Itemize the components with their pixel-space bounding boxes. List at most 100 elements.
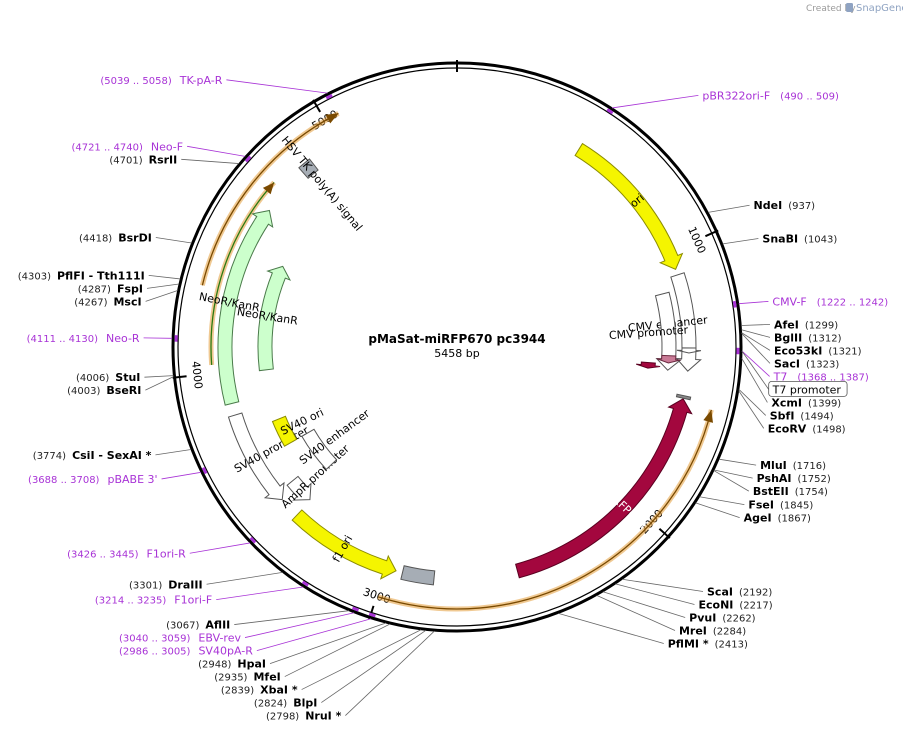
enzyme-site-label: ScaI(2192) <box>707 585 772 598</box>
feature-ampr-promoter <box>286 475 312 501</box>
enzyme-name: FseI <box>748 499 774 512</box>
enzyme-leader-line <box>741 332 771 351</box>
primer-binding-line <box>210 182 275 366</box>
primer-position: (4721 .. 4740) <box>71 142 143 153</box>
enzyme-position: (1323) <box>806 359 839 370</box>
enzyme-site-label: PshAI(1752) <box>757 472 831 485</box>
feature-sv40-ori <box>271 415 298 447</box>
enzyme-leader-line <box>714 469 753 479</box>
enzyme-position: (3301) <box>129 580 162 591</box>
primer-leader-line <box>741 350 770 377</box>
primer-position: (5039 .. 5058) <box>100 76 172 87</box>
enzyme-name: BglII <box>774 331 802 344</box>
enzyme-position: (2284) <box>713 626 746 637</box>
enzyme-site-label: AfeI(1299) <box>774 318 838 331</box>
enzyme-position: (1494) <box>800 411 833 422</box>
enzyme-leader-line <box>741 329 771 338</box>
enzyme-name: XbaI * <box>260 684 298 697</box>
feature-sv40-poly-a-signal <box>400 565 436 586</box>
enzyme-position: (4003) <box>67 386 100 397</box>
primer-site-label: (3688 .. 3708)pBABE 3' <box>28 473 158 486</box>
primer-site-mark <box>351 606 360 612</box>
enzyme-site-label: BstEII(1754) <box>753 485 828 498</box>
bp-tick <box>704 229 719 238</box>
enzyme-name: PvuI <box>689 611 716 624</box>
primer-site-label: (3040 .. 3059)EBV-rev <box>119 632 241 645</box>
primer-arrowhead <box>703 409 713 423</box>
primer-site-mark <box>244 155 252 163</box>
snapgene-logo-icon <box>846 3 853 12</box>
site-labels: pBR322ori-F(490 .. 509)NdeI(937)SnaBI(10… <box>18 74 889 723</box>
primer-leader-line <box>216 586 304 600</box>
enzyme-site-label: (4006)StuI <box>76 371 140 384</box>
snapgene-credit: Created by SnapGene <box>806 3 903 14</box>
primer-site-label: (3214 .. 3235)F1ori-F <box>95 594 212 607</box>
enzyme-name: AgeI <box>744 512 772 525</box>
primer-leader-line <box>256 618 372 651</box>
enzyme-name: SbfI <box>770 409 795 422</box>
enzyme-site-label: NdeI(937) <box>754 199 816 212</box>
feature-neor-kanr <box>257 265 292 372</box>
enzyme-leader-line <box>615 583 695 605</box>
primer-leader-line <box>161 471 202 480</box>
primer-leader-line <box>187 145 246 157</box>
enzyme-site-label: (2798)NruI * <box>266 710 342 723</box>
enzyme-leader-line <box>738 389 767 416</box>
enzyme-position: (2948) <box>198 660 231 671</box>
enzyme-name: BlpI <box>293 697 317 710</box>
enzyme-name: PflMI * <box>668 637 709 650</box>
enzyme-leader-line <box>699 496 745 506</box>
enzyme-leader-line <box>345 630 435 716</box>
enzyme-leader-line <box>145 376 174 391</box>
bp-tick <box>368 605 375 620</box>
enzyme-leader-line <box>718 458 757 466</box>
primer-leader-line <box>612 94 699 109</box>
enzyme-name: SacI <box>774 357 800 370</box>
enzyme-site-label: (2935)MfeI <box>214 671 281 684</box>
enzyme-leader-line <box>206 572 283 585</box>
primer-name: pBR322ori-F <box>702 89 770 102</box>
enzyme-leader-line <box>741 333 771 364</box>
primer-position: (3040 .. 3059) <box>119 634 191 645</box>
primer-name: TK-pA-R <box>179 74 223 87</box>
feature-label: CMV promoter <box>608 323 688 342</box>
enzyme-leader-line <box>722 238 759 245</box>
plasmid-length: 5458 bp <box>434 347 479 360</box>
enzyme-name: NdeI <box>754 199 783 212</box>
primer-site-mark <box>732 300 737 308</box>
enzyme-site-label: Eco53kI(1321) <box>774 344 862 357</box>
bp-tick <box>312 99 322 113</box>
enzyme-leader-line <box>284 623 391 677</box>
enzyme-leader-line <box>234 610 349 625</box>
primer-site-label: (5039 .. 5058) TK-pA-R <box>100 74 222 87</box>
enzyme-leader-line <box>301 629 422 690</box>
enzyme-name: PflFI - Tth111I <box>57 269 145 282</box>
enzyme-name: MluI <box>760 459 787 472</box>
enzyme-name: NruI * <box>305 710 341 723</box>
primer-name: F1ori-R <box>147 547 187 560</box>
primer-binding-line <box>201 112 339 286</box>
primer-site-label: (3426 .. 3445)F1ori-R <box>67 547 186 560</box>
primer-name: F1ori-F <box>174 594 212 607</box>
credit-prefix: Created by <box>806 4 856 14</box>
bp-tick-label: 4000 <box>189 360 205 389</box>
enzyme-leader-line <box>181 158 239 164</box>
plasmid-name: pMaSat-miRFP670 pc3944 <box>368 332 545 346</box>
enzyme-leader-line <box>713 470 750 492</box>
feature-sv40-enhancer <box>301 428 338 471</box>
enzyme-site-label: (3301)DraIII <box>129 578 203 591</box>
primer-site-label: CMV-F(1222 .. 1242) <box>772 295 888 308</box>
plasmid-backbone <box>171 60 743 633</box>
enzyme-position: (4418) <box>79 234 112 245</box>
feature-f1-ori <box>291 509 397 580</box>
enzyme-name: RsrII <box>149 153 178 166</box>
bp-tick <box>658 527 671 539</box>
leader-lines <box>143 79 771 716</box>
enzyme-leader-line <box>558 612 664 644</box>
enzyme-name: XcmI <box>771 396 802 409</box>
primer-site-label: pBR322ori-F(490 .. 509) <box>702 89 839 102</box>
primer-leader-line <box>189 542 251 554</box>
enzyme-site-label: MreI(2284) <box>679 624 746 637</box>
enzyme-position: (1845) <box>780 501 813 512</box>
